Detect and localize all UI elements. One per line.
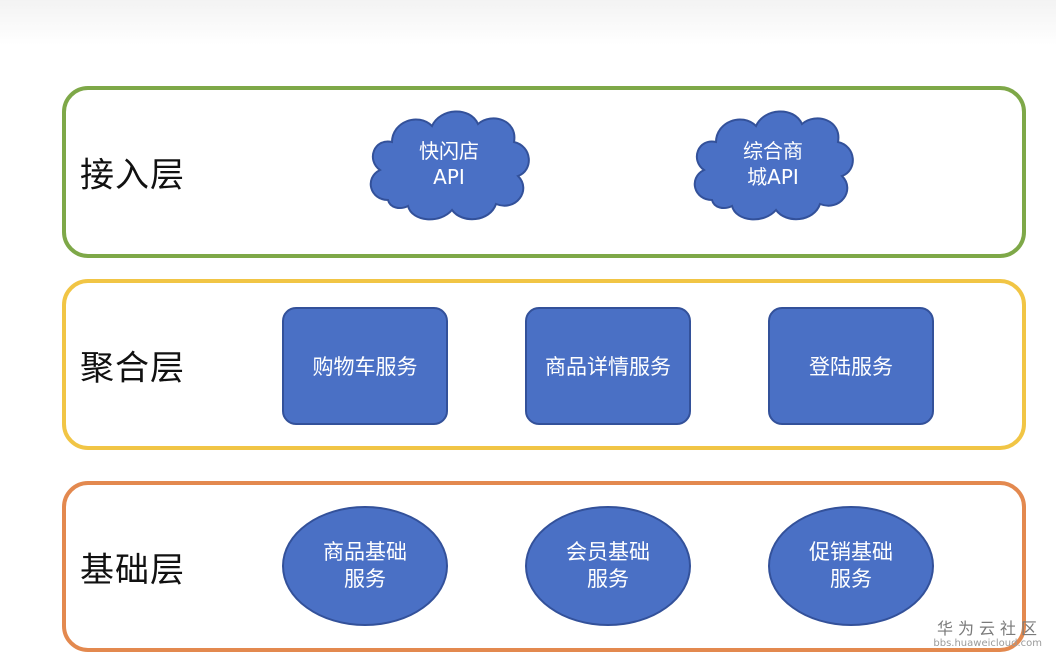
cloud-icon — [693, 110, 854, 221]
product-base-service-line1: 商品基础 — [323, 540, 407, 564]
watermark-sub: bbs.huaweicloud.com — [933, 638, 1042, 649]
member-base-service-line1: 会员基础 — [566, 540, 650, 564]
promotion-base-service-line1: 促销基础 — [809, 540, 893, 564]
product-base-service-line2: 服务 — [344, 567, 386, 591]
flash-store-api-cloud: 快闪店 API — [366, 104, 532, 224]
login-service-label: 登陆服务 — [809, 355, 893, 379]
promotion-base-service-ellipse: 促销基础 服务 — [768, 506, 934, 626]
access-layer-label: 接入层 — [80, 155, 185, 196]
member-base-service-line2: 服务 — [587, 567, 629, 591]
cloud-icon — [369, 110, 530, 221]
product-detail-service-box: 商品详情服务 — [525, 307, 691, 425]
watermark: 华为云社区 bbs.huaweicloud.com — [933, 620, 1042, 650]
general-mall-api-line2: 城API — [747, 165, 799, 189]
watermark-main: 华为云社区 — [936, 619, 1042, 638]
product-detail-service-label: 商品详情服务 — [545, 355, 671, 379]
aggregation-layer-label: 聚合层 — [80, 348, 185, 388]
product-base-service-ellipse: 商品基础 服务 — [282, 506, 448, 626]
cart-service-label: 购物车服务 — [312, 355, 418, 379]
base-layer-label: 基础层 — [80, 550, 185, 590]
promotion-base-service-line2: 服务 — [830, 567, 872, 591]
general-mall-api-cloud: 综合商 城API — [690, 104, 856, 224]
top-band — [0, 0, 1056, 45]
flash-store-api-line2: API — [433, 165, 465, 189]
login-service-box: 登陆服务 — [768, 307, 934, 425]
access-layer: 接入层 — [62, 86, 1026, 258]
member-base-service-ellipse: 会员基础 服务 — [525, 506, 691, 626]
general-mall-api-line1: 综合商 — [743, 139, 803, 163]
cart-service-box: 购物车服务 — [282, 307, 448, 425]
flash-store-api-line1: 快闪店 — [419, 139, 479, 163]
